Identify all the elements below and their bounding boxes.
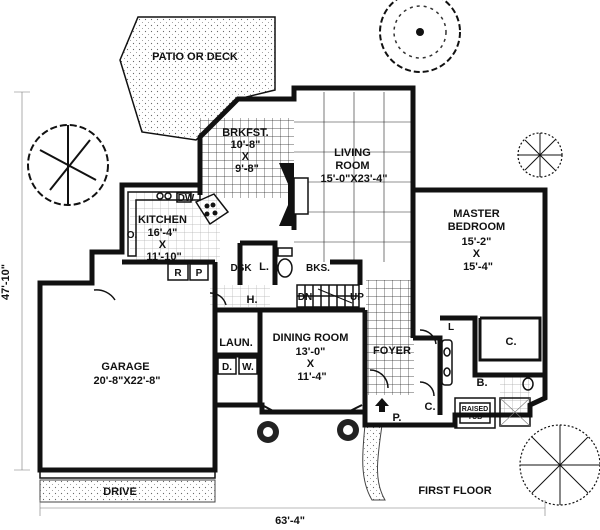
foyer-closet-label: C. [425,401,436,413]
stairs-up-label: UP [350,292,364,303]
bookshelves-label: BKS. [306,263,330,274]
driveway [39,479,216,503]
pantry-label: P [196,268,203,279]
oven-label: O. [127,230,138,241]
porch-label: P. [393,412,402,424]
kitchen-label: KITCHEN 16'-4" X 11'-10" [138,214,190,263]
doors [93,289,437,397]
powder-room-fixtures [277,247,293,278]
drive-label: DRIVE [103,486,137,498]
walkway [362,424,386,501]
foyer-area [366,280,414,395]
living-room-area [294,92,413,262]
shrub-front-right [337,419,359,441]
garage-label: GARAGE 20'-8"X22'-8" [93,361,160,387]
linen-label: L [448,322,454,333]
washer-label: W. [242,362,254,373]
tree-bottom-right [519,424,600,506]
entry-arrow-icon [375,398,389,412]
dishwasher-label: DW [178,193,195,204]
laundry-fixtures [217,357,258,375]
breakfast-area [200,118,294,198]
living-room-label: LIVING ROOM 15'-0"X23'-4" [320,147,387,185]
fireplace [279,163,309,226]
depth-dimension: 47'-10" [0,264,12,300]
kitchen-floor [130,192,220,262]
house-outline [37,85,548,473]
bath-floor [500,375,530,415]
desk-label: DSK [230,263,252,274]
tree-top-right [379,0,461,73]
stairs-down-label: DN [298,292,312,303]
dryer-label: D. [222,362,232,373]
laundry-label: LAUN. [219,337,253,349]
breakfast-label: BRKFST. 10'-8" X 9'-8" [222,127,272,175]
bath-label: B. [477,377,488,389]
kitchen-fixtures [127,191,230,281]
hall-label: H. [247,294,258,306]
stairs [296,284,360,308]
master-bedroom-label: MASTER BEDROOM 15'-2" X 15'-4" [448,208,509,273]
width-dimension: 63'-4" [275,515,305,527]
tree-left [27,124,109,206]
floor-label: FIRST FLOOR [418,485,491,497]
master-closet-label: C. [506,336,517,348]
refrigerator-label: R [174,268,182,279]
dimension-lines [14,91,546,516]
patio-label: PATIO OR DECK [152,51,238,63]
shrub-right [517,132,563,178]
foyer-label: FOYER [373,345,411,357]
garage-door [39,470,216,479]
lavatory-label: L. [259,261,269,273]
shrub-front-left [257,421,279,443]
master-bath-fixtures [441,339,534,429]
dining-room-label: DINING ROOM 13'-0" X 11'-4" [273,332,352,383]
